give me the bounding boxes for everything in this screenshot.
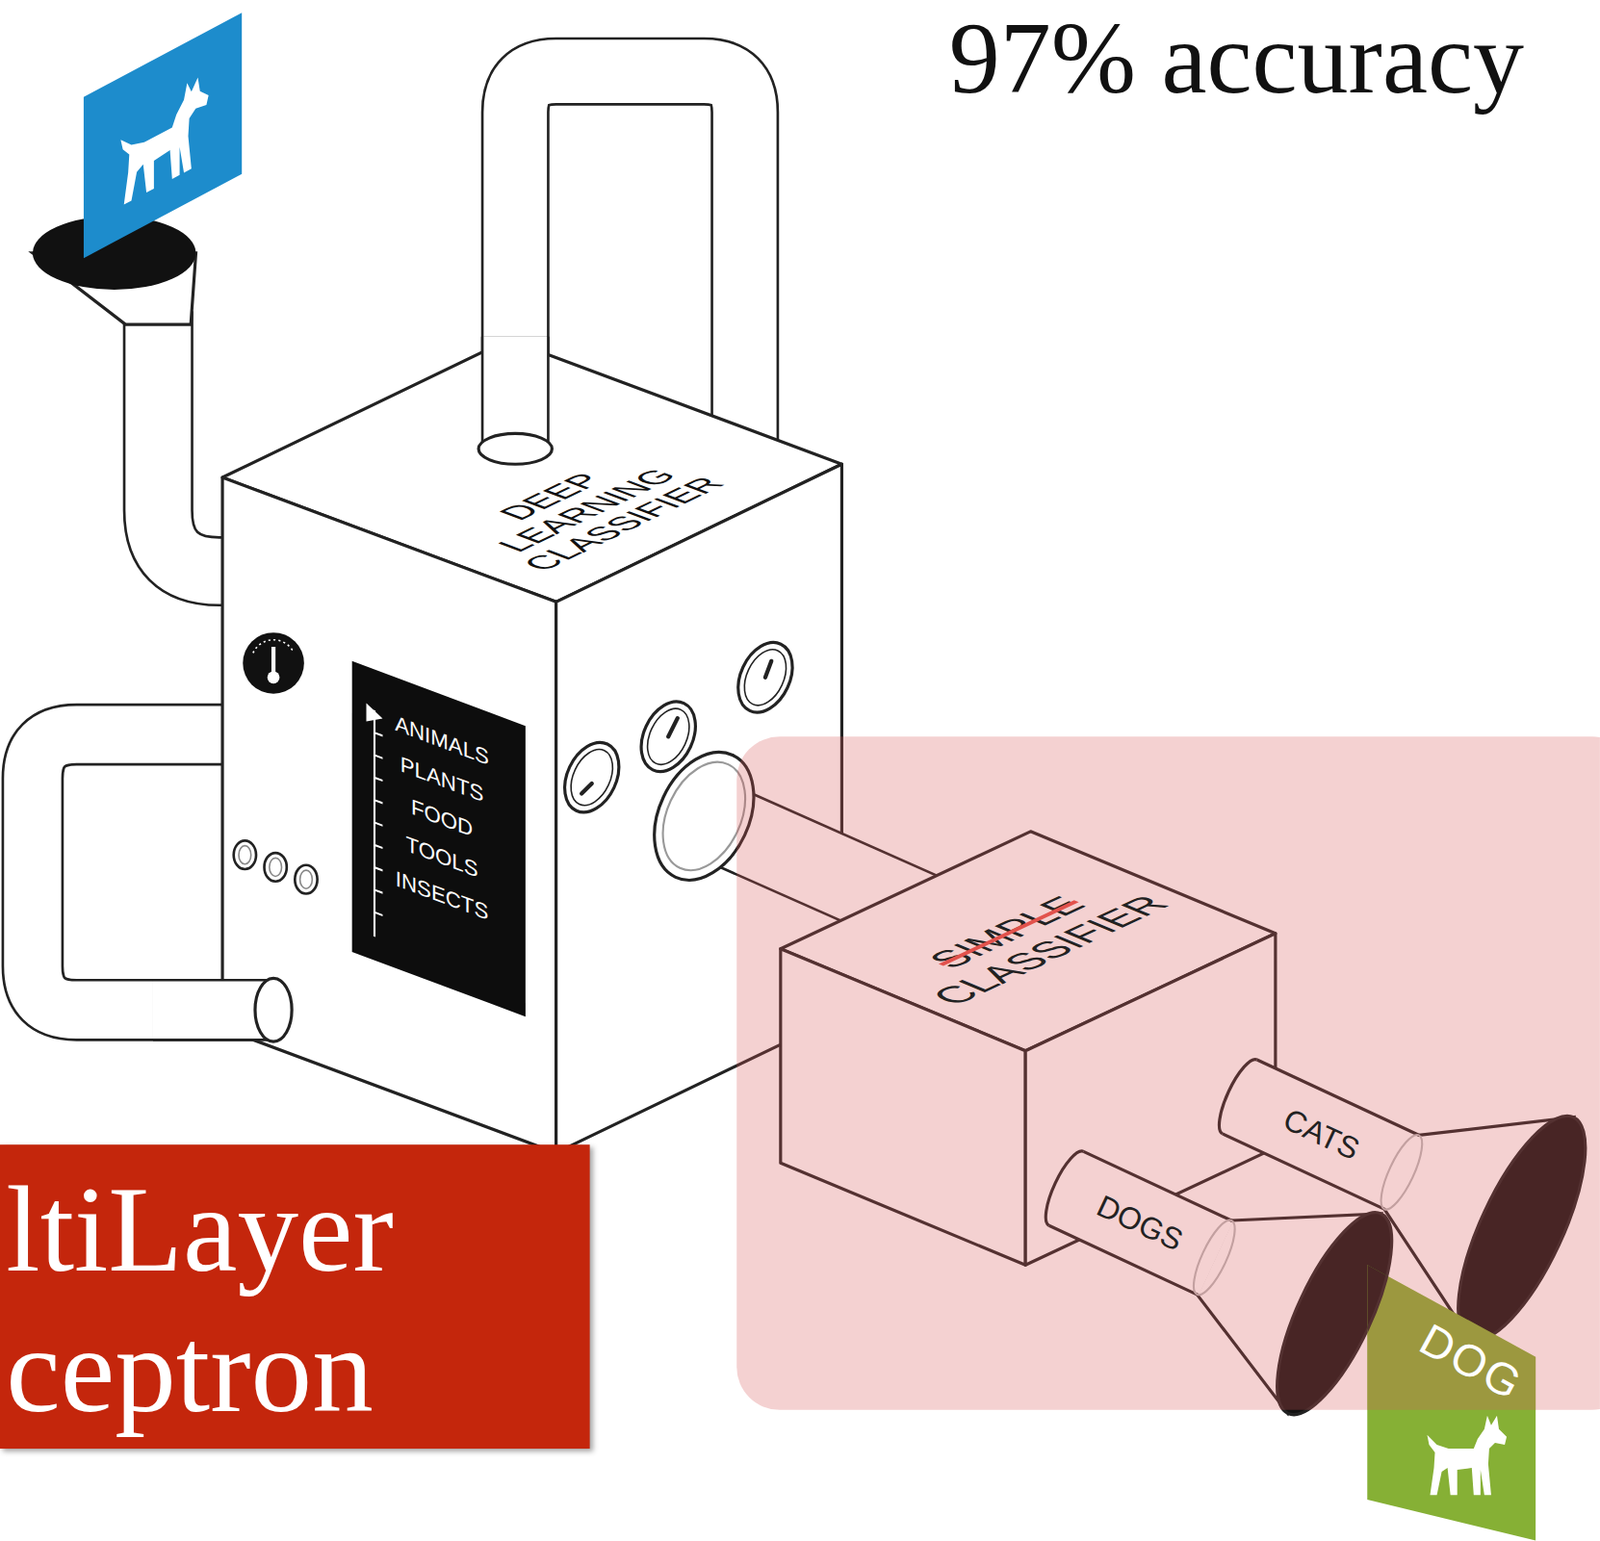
category-list: ANIMALS PLANTS FOOD TOOLS INSECTS xyxy=(394,703,490,933)
box-title: DEEP LEARNING CLASSIFIER xyxy=(440,445,733,575)
title-text: ltiLayer ceptron xyxy=(5,1159,394,1442)
output-card: DOG xyxy=(1367,1264,1539,1541)
highlight-region xyxy=(736,736,1600,1411)
tube-label-frame: CATS xyxy=(1278,1102,1366,1168)
accuracy-note-frame: 97% accuracy xyxy=(949,0,1524,118)
input-card xyxy=(83,12,242,259)
tube-label: CATS xyxy=(1278,1102,1366,1168)
text-frame: SIMPLECLASSIFIER xyxy=(877,872,1180,1010)
text-frame: DEEP LEARNING CLASSIFIER xyxy=(440,445,733,575)
accuracy-note: 97% accuracy xyxy=(949,0,1524,118)
title-box: ltiLayer ceptron xyxy=(0,1144,591,1449)
tube-label-frame: DOGS xyxy=(1091,1188,1188,1259)
pipe-stubs xyxy=(153,336,552,1042)
category-panel: ANIMALS PLANTS FOOD TOOLS INSECTS xyxy=(352,661,526,1017)
classifier-box: DEEP LEARNING CLASSIFIER ANIMALS PLANTS F… xyxy=(222,339,842,1154)
classifier-box: SIMPLECLASSIFIER xyxy=(780,831,1276,1265)
card-shape xyxy=(1367,1264,1539,1541)
tube-label: DOGS xyxy=(1091,1188,1188,1259)
